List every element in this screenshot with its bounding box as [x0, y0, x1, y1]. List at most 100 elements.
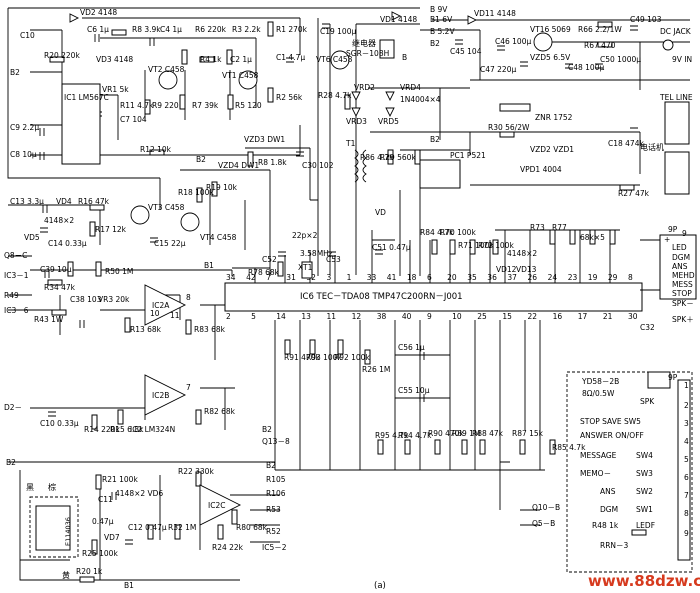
label-spkp: SPK＋ [672, 315, 694, 324]
label-vzd4: VZD4 DW1 [218, 161, 259, 170]
label-c12: C12 0.47μ [128, 523, 167, 532]
label-rrn: RRN－3 [600, 541, 629, 550]
label-vd2: VD2 4148 [80, 8, 117, 17]
ic6-bottom-pin-11: 11 [327, 312, 337, 321]
label-vd13: VD13 [516, 265, 537, 274]
label-r50: R50 1M [105, 267, 133, 276]
label-c22p: 22p×2 [292, 231, 318, 240]
pin-ic2b-7: 7 [186, 383, 191, 392]
pin-ic2a-8: 8 [186, 293, 191, 302]
label-stop: STOP [672, 289, 692, 298]
label-ic1: IC1 LM567C [64, 93, 109, 102]
label-phone: 电话机 [640, 142, 664, 152]
ic6-top-pin-42: 42 [246, 273, 256, 282]
label-vd3: VD3 4148 [96, 55, 133, 64]
label-r80: R80 68k [236, 523, 268, 532]
label-9vin: 9V IN [672, 55, 692, 64]
label-r25: R25 100k [82, 549, 118, 558]
label-c32: C32 [640, 323, 655, 332]
label-r90: R90 470k [428, 429, 464, 438]
label-b2e: B2 [262, 425, 272, 434]
label-r16: R16 47k [78, 197, 110, 206]
label-sw4: SW4 [636, 451, 653, 460]
label-c55: C55 10μ [398, 386, 430, 395]
ic6-bottom-pin-5: 5 [251, 312, 256, 321]
ic6-top-pin-18: 18 [407, 273, 417, 282]
ic6-top-pin-35: 35 [467, 273, 477, 282]
label-black: 黑 [26, 483, 34, 492]
pin-2: 2 [684, 401, 689, 410]
label-c49: C49 103 [630, 15, 662, 24]
label-r87: R87 15k [512, 429, 544, 438]
label-sw1: SW1 [636, 505, 653, 514]
label-r82: R82 68k [204, 407, 236, 416]
label-vt2: VT2 C458 [148, 65, 185, 74]
label-r18: R18 100k [178, 188, 214, 197]
diode-vd11-symbol [467, 15, 478, 25]
label-vrd5: VRD5 [378, 117, 399, 126]
label-vrd4b: 1N4004×4 [400, 95, 441, 104]
label-r13: R13 68k [130, 325, 162, 334]
label-xt1: XT1 [298, 263, 313, 272]
ic6-top-pin-20: 20 [447, 273, 457, 282]
label-conn9pb: 9P [668, 373, 678, 382]
label-b2b: B2 [196, 155, 206, 164]
label-c46: C46 100μ [495, 37, 531, 46]
figure-caption: (a) [374, 581, 386, 591]
label-r12: R12 10k [140, 145, 172, 154]
label-ic31: IC3－1 [4, 271, 29, 280]
ic6-bottom-pin-9: 9 [427, 312, 432, 321]
ic6-top-pin-8: 8 [628, 273, 633, 282]
watermark: www.88dzw.com [588, 572, 700, 590]
label-ansb: ANS [600, 487, 616, 496]
label-b9v: B 9V [430, 5, 448, 14]
label-r5: R5 120 [235, 101, 262, 110]
ic6-bottom-pin-2: 2 [226, 312, 231, 321]
pin-6: 6 [684, 473, 689, 482]
label-r9: R9 220 [152, 101, 179, 110]
label-c38: C38 103 [70, 295, 102, 304]
label-r14: R14 220k [84, 425, 120, 434]
pin-8: 8 [684, 509, 689, 518]
label-tel: TEL LINE [659, 93, 693, 102]
label-relay: 继电器 [352, 38, 376, 48]
label-c9: C9 2.2μ [10, 123, 39, 132]
pin-ic2a-11: 11 [170, 311, 180, 320]
ic6-bottom-pin-14: 14 [276, 312, 286, 321]
label-r43: R43 1W [34, 315, 64, 324]
ic6-bottom-pin-13: 13 [301, 312, 311, 321]
label-c39: C39 10μ [40, 265, 72, 274]
label-b2f: B2 [266, 461, 276, 470]
label-c14: C14 0.33μ [48, 239, 87, 248]
label-r84: R84 4.7k [420, 228, 454, 237]
label-yellow: 黄 [62, 570, 70, 580]
label-b1a: B1 [204, 261, 214, 270]
label-vd4b: 4148×2 [44, 216, 74, 225]
label-r6: R6 220k [195, 25, 227, 34]
label-r66: R66 2.2/1W [578, 25, 622, 34]
diode-vd2-symbol [69, 13, 80, 23]
ic6-bottom-pin-22: 22 [528, 312, 538, 321]
label-vr3: VR3 20k [98, 295, 130, 304]
ic6-top-pin-6: 6 [427, 273, 432, 282]
ic6-title: IC6 TEC－TDA08 TMP47C200RN－J001 [300, 292, 463, 302]
label-r30: R30 56/2W [488, 123, 530, 132]
label-r29: R29 560k [380, 153, 416, 162]
label-q138: Q13－8 [262, 437, 290, 446]
pin-4: 4 [684, 437, 689, 446]
label-r95: R95 4.7k [375, 431, 409, 440]
label-r105: R105 [266, 475, 286, 484]
ic6-top-pin-41: 41 [387, 273, 397, 282]
diode-vd1-symbol [391, 11, 402, 21]
components [29, 11, 697, 583]
pin-9b: 9 [684, 529, 689, 538]
label-vt1: VT1 C458 [222, 71, 259, 80]
label-b2c: B2 [430, 39, 440, 48]
label-r85: R85 4.7k [552, 443, 586, 452]
ic6-bottom-pin-30: 30 [628, 312, 638, 321]
ic6-bottom-pin-21: 21 [603, 312, 613, 321]
label-r52: R52 [266, 527, 281, 536]
label-r78: R78 68k [248, 268, 280, 277]
label-r72: R72 100k [478, 241, 514, 250]
